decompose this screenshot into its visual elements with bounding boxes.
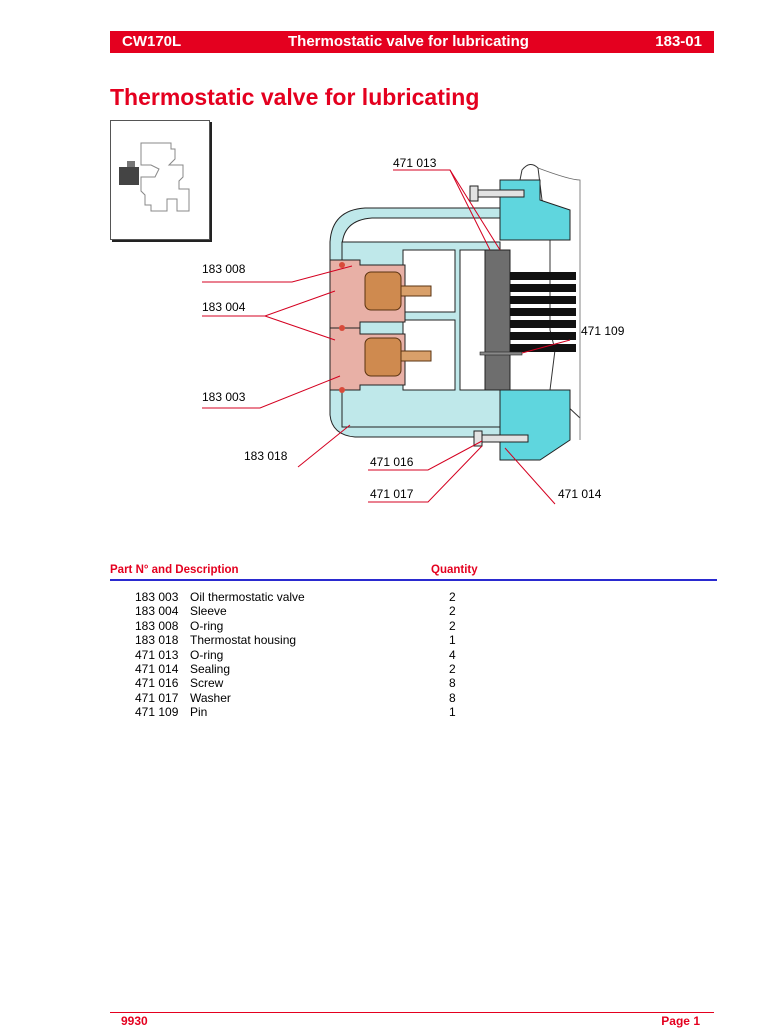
- table-row: 471 013 O-ring 4: [0, 648, 768, 662]
- pin: [479, 351, 523, 356]
- screw-upper: [469, 185, 525, 202]
- part-quantity: 4: [449, 647, 456, 662]
- location-thumbnail-drawing: [119, 142, 190, 212]
- part-description: Washer: [190, 690, 231, 705]
- header-bar: CW170L Thermostatic valve for lubricatin…: [110, 31, 714, 53]
- thermostatic-valve-lower: [364, 337, 402, 377]
- footer-page-number: Page 1: [661, 1014, 700, 1028]
- part-description: Oil thermostatic valve: [190, 590, 305, 604]
- part-description: O-ring: [190, 618, 224, 633]
- thermostatic-valve-upper: [364, 271, 402, 311]
- part-quantity: 2: [449, 618, 456, 633]
- parts-table-header-quantity: Quantity: [431, 564, 478, 576]
- table-row: 183 004 Sleeve 2: [0, 604, 768, 618]
- location-thumbnail: [110, 120, 210, 240]
- flange-upper: [499, 179, 571, 241]
- o-ring-lower: [339, 387, 345, 393]
- callout-183-004: 183 004: [202, 300, 246, 314]
- header-section-number: 183-01: [655, 33, 702, 50]
- screw-lower: [473, 430, 529, 447]
- o-ring-middle: [339, 325, 345, 331]
- engine-block-outline: [500, 164, 581, 419]
- part-number: 183 004: [135, 604, 179, 619]
- part-description: Sealing: [190, 661, 231, 676]
- page-title: Thermostatic valve for lubricating: [110, 84, 480, 110]
- part-number: 471 013: [135, 647, 179, 662]
- footer-code: 9930: [121, 1014, 148, 1028]
- table-row: 183 008 O-ring 2: [0, 619, 768, 633]
- callout-471-013: 471 013: [393, 156, 437, 170]
- part-number: 471 109: [135, 705, 179, 720]
- callout-471-109: 471 109: [581, 324, 625, 338]
- cooler-fins: [510, 272, 576, 352]
- part-description: Thermostat housing: [190, 633, 297, 648]
- part-description: Pin: [190, 705, 208, 720]
- table-row: 471 109 Pin 1: [0, 705, 768, 719]
- part-description: Sleeve: [190, 604, 227, 619]
- callout-471-016: 471 016: [370, 455, 414, 469]
- thermostatic-valve-diagram: [202, 164, 581, 505]
- part-number: 471 017: [135, 690, 179, 705]
- callout-183-008: 183 008: [202, 262, 246, 276]
- table-row: 471 014 Sealing 2: [0, 662, 768, 676]
- header-model: CW170L: [122, 33, 182, 50]
- parts-table: 183 003 Oil thermostatic valve 2 183 004…: [0, 590, 768, 720]
- parts-table-header-description: Part N° and Description: [110, 564, 239, 576]
- callout-183-018: 183 018: [244, 449, 288, 463]
- part-quantity: 2: [449, 590, 456, 604]
- callout-183-003: 183 003: [202, 390, 246, 404]
- part-number: 183 018: [135, 633, 179, 648]
- part-number: 471 014: [135, 661, 179, 676]
- table-row: 471 017 Washer 8: [0, 691, 768, 705]
- flange-lower: [499, 389, 571, 461]
- part-quantity: 1: [449, 705, 456, 720]
- table-row: 183 018 Thermostat housing 1: [0, 633, 768, 647]
- part-quantity: 1: [449, 633, 456, 648]
- part-quantity: 2: [449, 604, 456, 619]
- callout-471-014: 471 014: [558, 487, 602, 501]
- callout-471-017: 471 017: [370, 487, 414, 501]
- header-section-title: Thermostatic valve for lubricating: [288, 33, 529, 50]
- part-number: 183 003: [135, 590, 179, 604]
- table-header-rule: [110, 579, 717, 581]
- part-number: 183 008: [135, 618, 179, 633]
- footer-rule: [110, 1012, 714, 1013]
- part-description: Screw: [190, 676, 224, 691]
- part-quantity: 2: [449, 661, 456, 676]
- part-quantity: 8: [449, 690, 456, 705]
- o-ring-upper: [339, 262, 345, 268]
- table-row: 471 016 Screw 8: [0, 676, 768, 690]
- part-number: 471 016: [135, 676, 179, 691]
- table-row: 183 003 Oil thermostatic valve 2: [0, 590, 768, 604]
- part-description: O-ring: [190, 647, 224, 662]
- gasket-stack: [484, 249, 511, 391]
- leader-lines: [202, 169, 571, 505]
- part-quantity: 8: [449, 676, 456, 691]
